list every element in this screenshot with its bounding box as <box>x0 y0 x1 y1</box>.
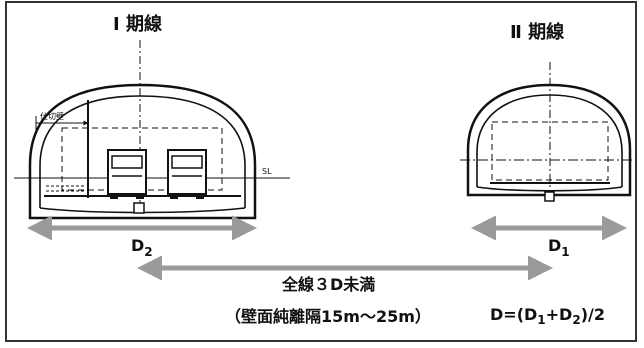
dimension-label-d1: D1 <box>548 236 570 259</box>
dimension-label-d2: D2 <box>131 236 153 259</box>
partition-wall-label: 仕切壁 <box>40 111 64 121</box>
truck-left-wheel <box>110 193 118 199</box>
truck-right-wheel <box>170 193 178 199</box>
truck-left-windshield <box>111 155 143 169</box>
truck-left <box>107 149 147 199</box>
springline-label: SL <box>262 167 272 176</box>
tunnel-phase1-drain <box>133 202 145 214</box>
phase1-label: I 期線 <box>113 13 162 35</box>
tunnel-phase2-inner-lining <box>476 94 623 187</box>
truck-left-wheel <box>136 193 144 199</box>
spacing-title: 全線３D未満 <box>281 275 375 294</box>
tunnel-phase2 <box>460 62 636 202</box>
truck-right <box>167 149 207 199</box>
spacing-subtitle: （壁面純離隔15m～25m） <box>225 307 431 326</box>
tunnel-phase2-drain <box>544 191 555 202</box>
tunnel-phase1-outer-lining <box>28 83 257 220</box>
tunnel-phase1: 仕切壁 SL <box>14 40 290 220</box>
formula-text: D=(D1+D2)/2 <box>490 305 605 327</box>
truck-right-windshield <box>171 155 203 169</box>
diagram-frame <box>5 1 637 342</box>
truck-right-wheel <box>196 193 204 199</box>
phase2-label: Ⅱ 期線 <box>510 21 564 43</box>
